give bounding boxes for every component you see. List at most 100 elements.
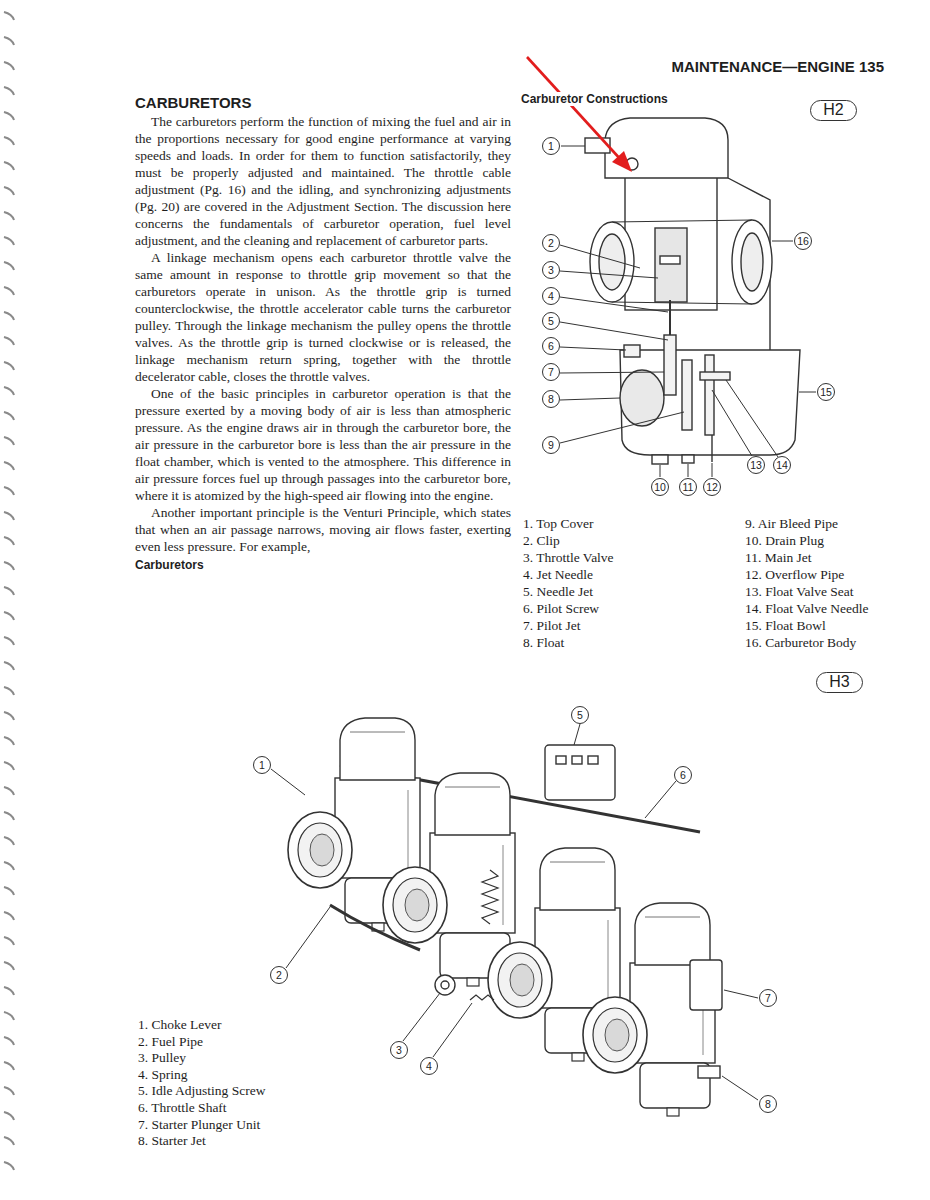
binding-holes <box>4 62 14 70</box>
callout-number: 2 <box>542 234 560 252</box>
carburetor-cutaway <box>660 256 680 264</box>
parts-list-item: 11. Main Jet <box>745 549 812 566</box>
carburetor-cutaway <box>624 345 640 357</box>
parts-list-item: 16. Carburetor Body <box>745 634 856 651</box>
carburetor-bank <box>698 1066 720 1078</box>
carburetor-bank <box>588 756 598 764</box>
binding-holes <box>4 1087 14 1095</box>
callout-number: 3 <box>390 1041 408 1059</box>
carburetor-cutaway <box>705 355 714 435</box>
carburetor-bank <box>330 905 420 950</box>
binding-holes <box>4 887 14 895</box>
leader-lines <box>799 392 816 393</box>
carburetor-cutaway <box>655 228 687 302</box>
binding-holes <box>4 837 14 845</box>
binding-holes <box>4 1062 14 1070</box>
parts-list-item: 2. Fuel Pipe <box>138 1033 203 1050</box>
callout-number: 4 <box>542 287 560 305</box>
callout-number: 5 <box>571 706 589 724</box>
binding-holes <box>4 337 14 345</box>
page-header: MAINTENANCE—ENGINE 135 <box>671 58 884 75</box>
binding-holes <box>4 312 14 320</box>
leader-lines <box>660 465 661 477</box>
leader-lines <box>271 769 305 795</box>
callout-number: 14 <box>773 456 791 474</box>
binding-holes <box>4 637 14 645</box>
binding-holes <box>4 162 14 170</box>
carburetor-cutaway <box>590 222 634 302</box>
callout-number: 15 <box>817 383 835 401</box>
binding-holes <box>4 562 14 570</box>
leader-lines <box>722 1076 758 1100</box>
carburetor-bank <box>556 756 566 764</box>
leader-lines <box>403 993 440 1041</box>
leader-lines <box>645 781 676 818</box>
callout-number: 6 <box>542 337 560 355</box>
parts-list-item: 13. Float Valve Seat <box>745 583 854 600</box>
binding-holes <box>4 287 14 295</box>
leader-lines <box>560 271 658 278</box>
binding-holes <box>4 987 14 995</box>
carburetor-cutaway <box>625 175 717 310</box>
leader-lines <box>560 347 626 350</box>
binding-holes <box>4 787 14 795</box>
callout-number: 1 <box>253 756 271 774</box>
leader-lines <box>560 398 620 400</box>
binding-holes <box>4 437 14 445</box>
callout-number: 16 <box>794 232 812 250</box>
binding-holes <box>4 112 14 120</box>
carburetor-cutaway <box>620 370 664 426</box>
leader-lines <box>560 245 640 268</box>
carburetor-cutaway <box>741 233 763 291</box>
figure-caption: Carburetors <box>135 558 511 572</box>
parts-list-item: 5. Needle Jet <box>523 583 593 600</box>
parts-list-item: 3. Throttle Valve <box>523 549 614 566</box>
body-paragraph: Another important principle is the Ventu… <box>135 504 511 555</box>
body-paragraph: A linkage mechanism opens each carbureto… <box>135 249 511 385</box>
callout-number: 6 <box>674 766 692 784</box>
callout-number: 2 <box>270 966 288 984</box>
body-paragraph: One of the basic principles in carbureto… <box>135 385 511 504</box>
parts-list-item: 2. Clip <box>523 532 560 549</box>
binding-holes <box>4 187 14 195</box>
binding-holes <box>4 512 14 520</box>
carburetor-bank <box>435 975 455 995</box>
section-heading: CARBURETORS <box>135 94 251 111</box>
callout-number: 7 <box>542 363 560 381</box>
parts-list-item: 8. Starter Jet <box>138 1132 206 1149</box>
callout-number: 11 <box>679 478 697 496</box>
binding-holes <box>4 37 14 45</box>
callout-number: 8 <box>759 1095 777 1113</box>
parts-list-item: 6. Pilot Screw <box>523 600 599 617</box>
binding-holes <box>4 537 14 545</box>
binding-holes <box>4 1137 14 1145</box>
binding-holes <box>4 662 14 670</box>
binding-holes <box>4 712 14 720</box>
leader-lines <box>726 380 778 457</box>
carburetor-cutaway <box>682 455 694 463</box>
carburetor-bank <box>441 981 449 989</box>
callout-number: 8 <box>542 390 560 408</box>
binding-holes <box>4 1037 14 1045</box>
figure-tag-text: H3 <box>829 673 849 690</box>
binding-holes <box>4 862 14 870</box>
callout-number: 1 <box>542 137 560 155</box>
carburetor-bank <box>288 718 722 1116</box>
binding-holes <box>4 137 14 145</box>
carburetor-cutaway <box>711 435 712 462</box>
binding-holes <box>4 812 14 820</box>
parts-list-item: 15. Float Bowl <box>745 617 826 634</box>
leader-lines <box>560 412 684 443</box>
parts-list-item: 14. Float Valve Needle <box>745 600 868 617</box>
carburetor-cutaway <box>599 234 625 290</box>
binding-holes <box>4 12 14 20</box>
callout-number: 10 <box>651 478 669 496</box>
binding-holes <box>4 12 14 1170</box>
leader-lines <box>688 464 689 477</box>
callout-number: 7 <box>759 989 777 1007</box>
carburetor-bank <box>482 870 498 924</box>
binding-holes <box>4 1012 14 1020</box>
red-arrow <box>612 151 632 172</box>
red-arrow <box>527 57 622 161</box>
text-column: The carburetors perform the function of … <box>135 113 511 572</box>
